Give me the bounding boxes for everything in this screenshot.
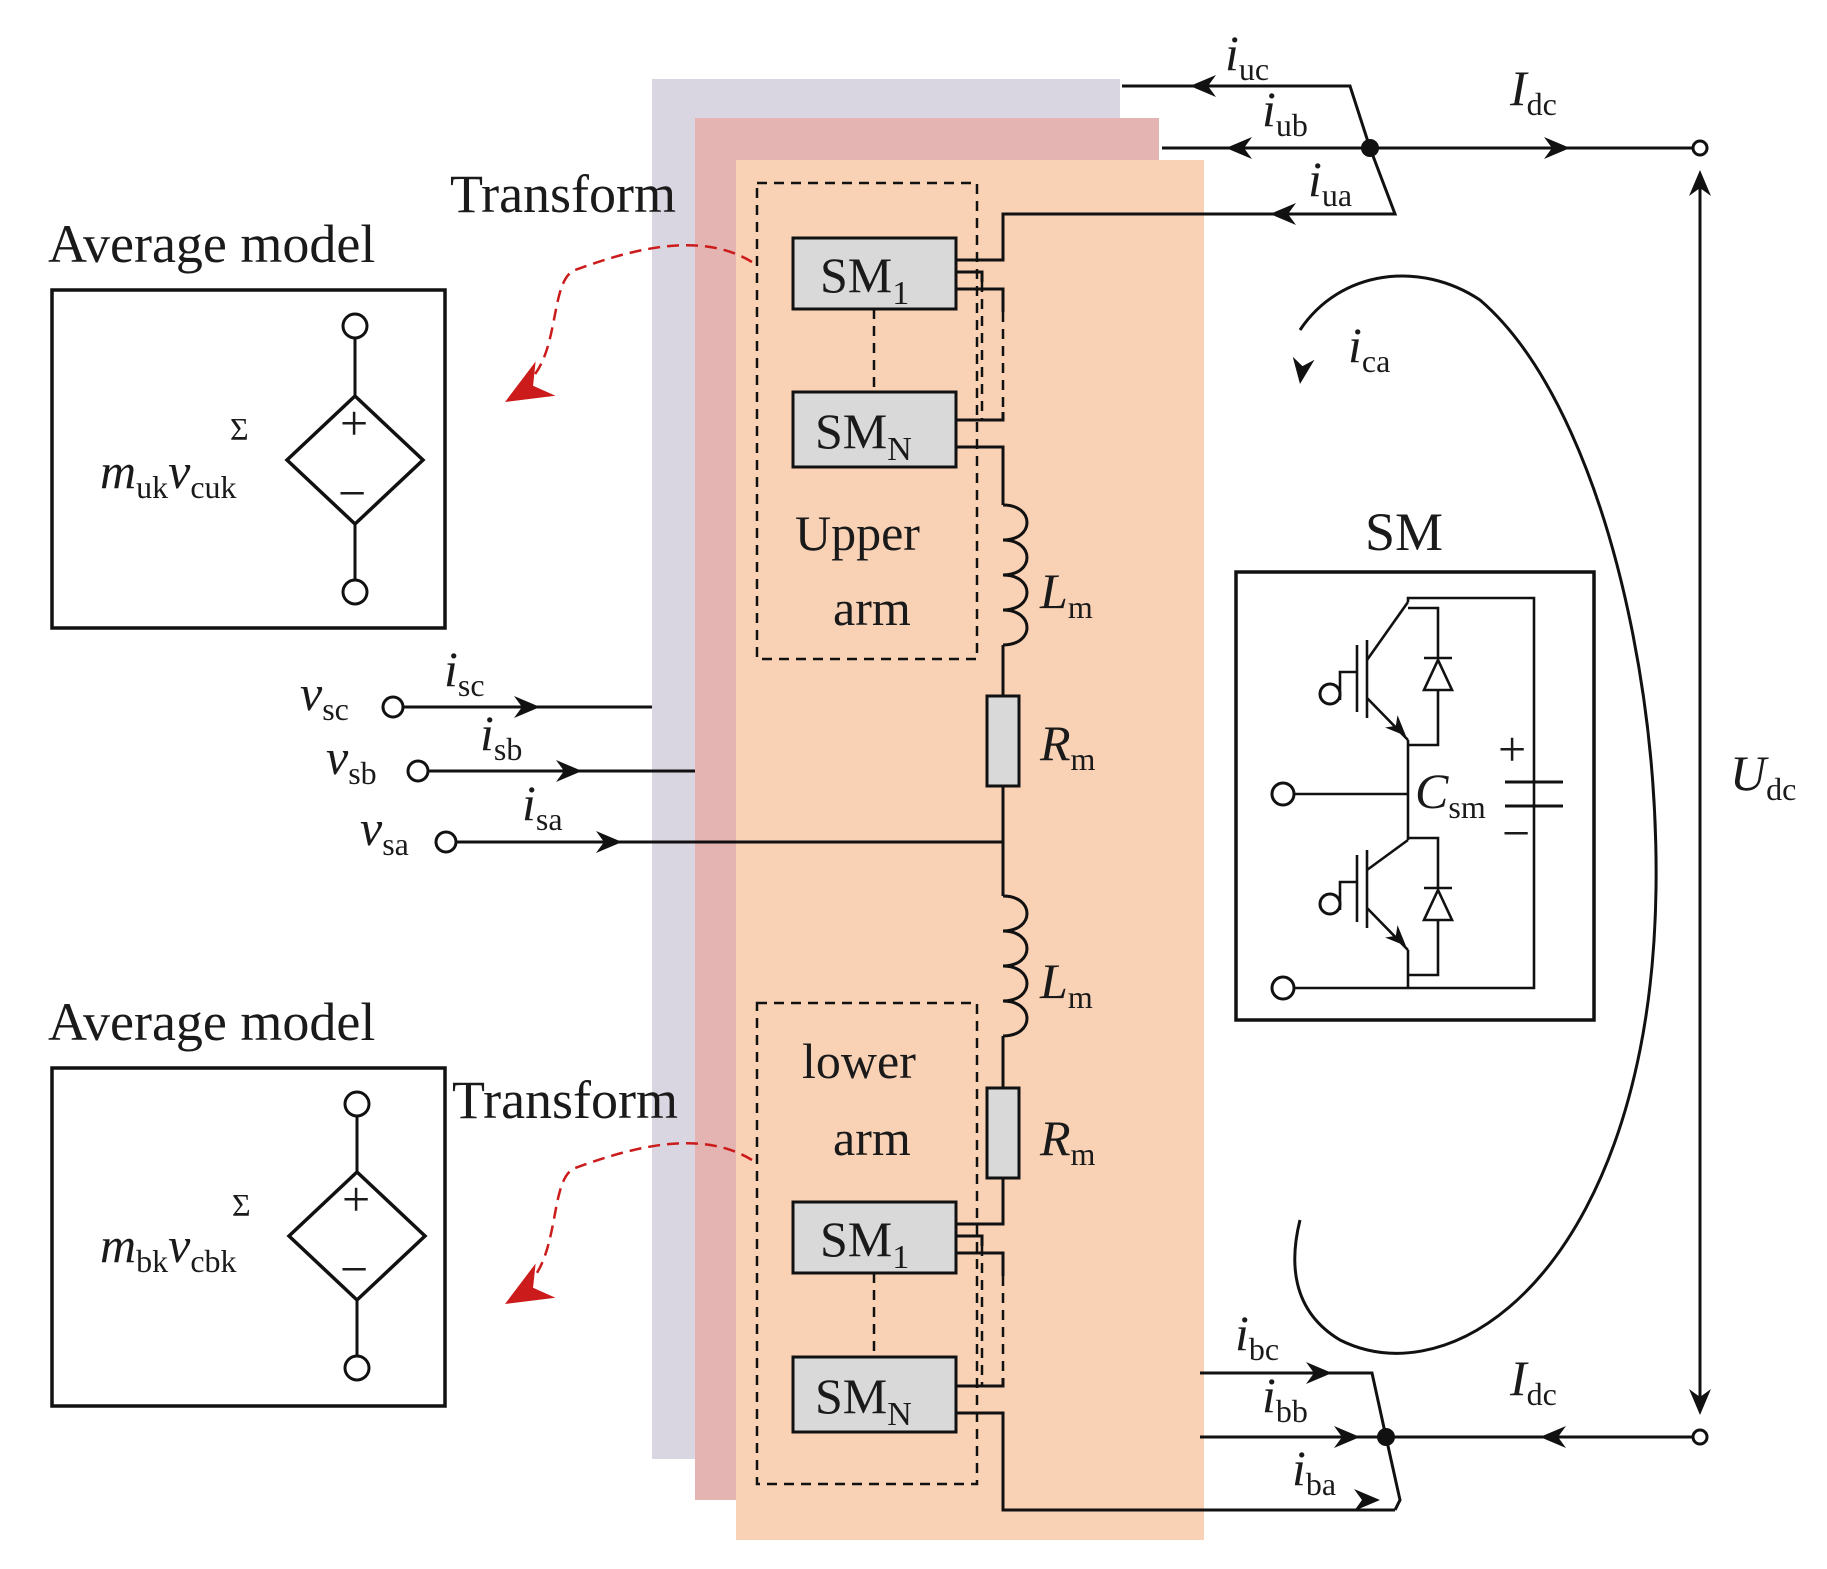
upper-inductor-label: Lm [1039,563,1093,625]
upper-smn-bottom-wire [956,445,1005,505]
upper-inductor [1002,503,1029,647]
upper-smn-top-wire [956,412,1005,422]
i-ba-arrow [1354,1489,1380,1511]
upper-arm-bus-a [1368,147,1398,216]
phase-a-panel [736,160,1204,1540]
upper-arm-label-2: arm [833,580,911,636]
lower-smn-box [791,1355,958,1434]
lower-arm-label-1: lower [802,1033,916,1089]
i-sb-label: isb [480,705,522,767]
i-bb-label: ibb [1262,1367,1308,1429]
v-sc-label: vsc [300,665,349,727]
lower-sm1-box [791,1200,958,1275]
sm-capacitor-minus: − [1502,805,1530,861]
v-sb-terminal [406,759,430,783]
lower-arm-dashed-group [755,1001,979,1486]
avg-upper-plus: + [340,395,368,451]
dc-bottom-terminal [1691,1428,1709,1446]
avg-lower-top-terminal [343,1090,371,1118]
sm-upper-diode-wire [1408,606,1440,747]
upper-sm1-bottom-wire [956,287,1005,312]
sm-top-rail [1406,596,1536,990]
i-dc-bottom-label: Idc [1509,1350,1557,1412]
avg-lower-bottom-terminal [343,1354,371,1382]
lower-arm-bus-a [1384,1436,1402,1511]
lower-sm1-bottom-wire [956,1251,1005,1276]
upper-arm-dashed-group [755,181,979,661]
i-ua-label: iua [1308,151,1352,213]
u-dc-label: Udc [1730,745,1796,807]
v-sc-terminal [381,695,405,719]
lower-arm-resistor-to-sm1 [956,1178,1005,1226]
lower-smn-top-wire [956,1378,1005,1388]
lower-arm-label-2: arm [833,1110,911,1166]
i-ba-label: iba [1292,1440,1336,1502]
lower-smn-label: SMN [815,1368,912,1433]
lower-resistor [985,1086,1021,1180]
upper-smn-label: SMN [815,403,912,468]
average-model-lower-box [50,1066,447,1408]
v-sa-terminal [434,830,458,854]
sm-capacitor-plus: + [1498,721,1526,777]
sm-output-bottom-terminal [1270,975,1296,1001]
i-ca-label: ica [1348,317,1390,379]
lower-inductor [1002,894,1029,1038]
sm-lower-igbt [1318,838,1409,951]
avg-upper-top-terminal [341,312,369,340]
circulating-current-loop [1293,274,1658,1355]
i-bc-label: ibc [1235,1305,1279,1367]
upper-sm1-side-wire [956,270,984,282]
lower-arm-bottom-wire [956,1411,1395,1512]
lower-inductor-label: Lm [1039,953,1093,1015]
avg-upper-sigma: Σ [230,411,249,447]
avg-upper-source-expr: mukvcuk [100,443,237,505]
sm-output-top-terminal [1270,781,1296,807]
sm-lower-diode-wire [1408,836,1440,977]
upper-sm1-label: SM1 [820,247,909,312]
upper-arm-top-wire [956,212,1390,262]
transform-upper-arrowhead [495,361,556,420]
sm-capacitor-label: Csm [1415,763,1486,825]
lower-resistor-label: Rm [1039,1110,1096,1172]
dc-bus-top-node [1361,139,1379,157]
i-ub-label: iub [1262,81,1308,143]
average-model-upper-title: Average model [48,214,375,274]
avg-lower-sigma: Σ [232,1187,251,1223]
avg-lower-plus: + [342,1171,370,1227]
avg-upper-minus: − [338,465,366,521]
v-sa-label: vsa [360,800,409,862]
lower-arm-bus-c [1200,1371,1388,1438]
upper-arm-label-1: Upper [795,505,920,561]
v-sb-label: vsb [326,729,377,791]
transform-upper-label: Transform [450,164,676,224]
upper-smn-box [791,390,958,469]
dc-top-terminal [1691,139,1709,157]
i-sa-label: isa [522,775,563,837]
lower-sm1-side-wire [956,1234,984,1246]
upper-arm-bus-c [1122,84,1372,149]
upper-resistor-label: Rm [1039,715,1096,777]
average-model-lower-title: Average model [48,992,375,1052]
lower-sm1-label: SM1 [820,1211,909,1276]
i-dc-top-label: Idc [1509,60,1557,122]
i-uc-label: iuc [1225,25,1269,87]
avg-lower-source-expr: mbkvcbk [100,1217,237,1279]
avg-lower-minus: − [340,1241,368,1297]
dc-bus-bottom-node [1377,1428,1395,1446]
circulating-current-arrow [1289,356,1315,386]
transform-lower-label: Transform [452,1070,678,1130]
i-sc-label: isc [444,641,485,703]
avg-upper-bottom-terminal [341,578,369,606]
upper-resistor [985,694,1021,788]
transform-lower-arrowhead [495,1263,556,1322]
sm-detail-title: SM [1365,502,1443,562]
sm-upper-igbt [1318,601,1410,741]
